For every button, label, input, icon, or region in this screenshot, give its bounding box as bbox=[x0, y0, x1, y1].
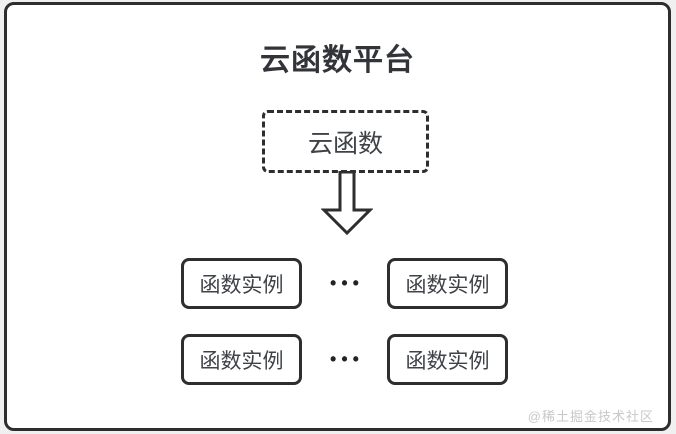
diagram-title: 云函数平台 bbox=[260, 44, 415, 77]
cloud-function-label: 云函数 bbox=[307, 129, 383, 158]
function-instance-label: 函数实例 bbox=[199, 273, 284, 297]
down-arrow-icon bbox=[320, 170, 374, 236]
ellipsis-row-2: ••• bbox=[330, 349, 364, 369]
function-instance-node: 函数实例 bbox=[181, 334, 302, 385]
function-instance-node: 函数实例 bbox=[181, 258, 302, 309]
function-instance-label: 函数实例 bbox=[199, 349, 284, 373]
function-instance-label: 函数实例 bbox=[405, 349, 490, 373]
ellipsis-row-1: ••• bbox=[330, 273, 364, 293]
watermark: @稀土掘金技术社区 bbox=[527, 409, 654, 424]
function-instance-node: 函数实例 bbox=[387, 258, 508, 309]
diagram-frame: 云函数平台 云函数 函数实例 ••• 函数实例 函数实例 ••• 函数实例 @稀… bbox=[4, 2, 671, 431]
cloud-function-node: 云函数 bbox=[262, 110, 429, 173]
function-instance-label: 函数实例 bbox=[405, 273, 490, 297]
function-instance-node: 函数实例 bbox=[387, 334, 508, 385]
